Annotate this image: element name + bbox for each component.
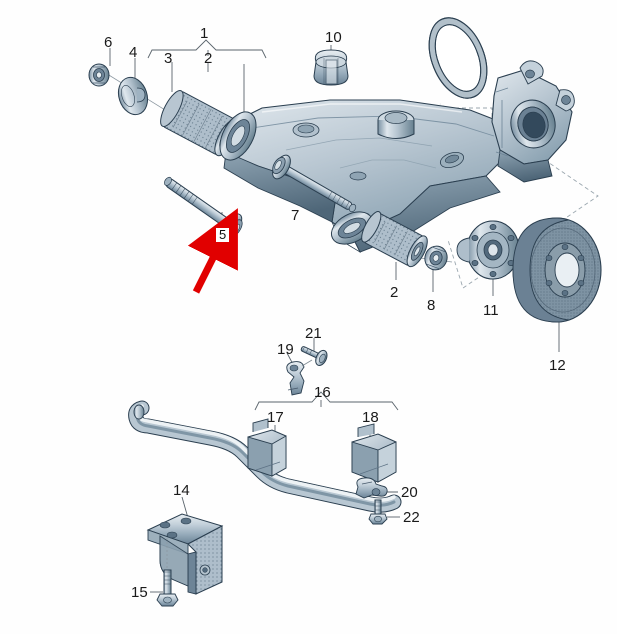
callout-5-highlighted: 5 [214,226,232,244]
part-5-hex-flange-bolt [164,176,243,239]
part-4-washer-cap [117,76,149,116]
part-17-stabiliser-clamp [247,418,287,477]
callout-19: 19 [277,341,294,358]
callout-20: 20 [401,484,418,501]
callout-17: 17 [267,409,284,426]
callout-21: 21 [305,325,322,342]
stabiliser-bar [128,400,402,513]
part-19-bracket-clip [286,361,305,396]
part-6-hex-nut [88,63,110,87]
part-18-stabiliser-clamp [351,423,397,483]
callout-11: 11 [483,302,499,319]
bearing-seal-ring [428,17,488,99]
part-12-brake-disc [512,217,602,323]
callout-1: 1 [200,25,209,42]
callout-6: 6 [104,34,113,51]
callout-3: 3 [164,50,173,67]
highlight-arrow [187,208,238,294]
rear-axle-beam [219,99,513,254]
part-10-rubber-buffer-stop [313,49,349,86]
wheel-bearing-housing [491,60,575,183]
callout-15: 15 [131,584,148,601]
part-7-hex-flange-bolt [272,154,357,213]
callout-10: 10 [325,29,342,46]
part-11-wheel-hub [456,220,520,280]
part-22-bolt [368,499,388,525]
callout-4: 4 [129,44,138,61]
callout-7: 7 [291,207,300,224]
callout-22: 22 [403,509,420,526]
part-2-rubber-metal-bush [361,211,428,268]
part-8-hex-nut [424,245,448,271]
callout-2-lower: 2 [390,284,399,301]
callout-16: 16 [314,384,331,401]
part-14-mounting-bracket [146,513,224,595]
callout-18: 18 [362,409,379,426]
callout-2-upper: 2 [204,50,213,67]
part-20-bracket-clip [355,477,388,499]
callout-8: 8 [427,297,436,314]
callout-14: 14 [173,482,190,499]
callout-12: 12 [549,357,566,374]
part-21-bolt [300,346,328,367]
part-15-hex-flange-bolt [156,538,179,607]
